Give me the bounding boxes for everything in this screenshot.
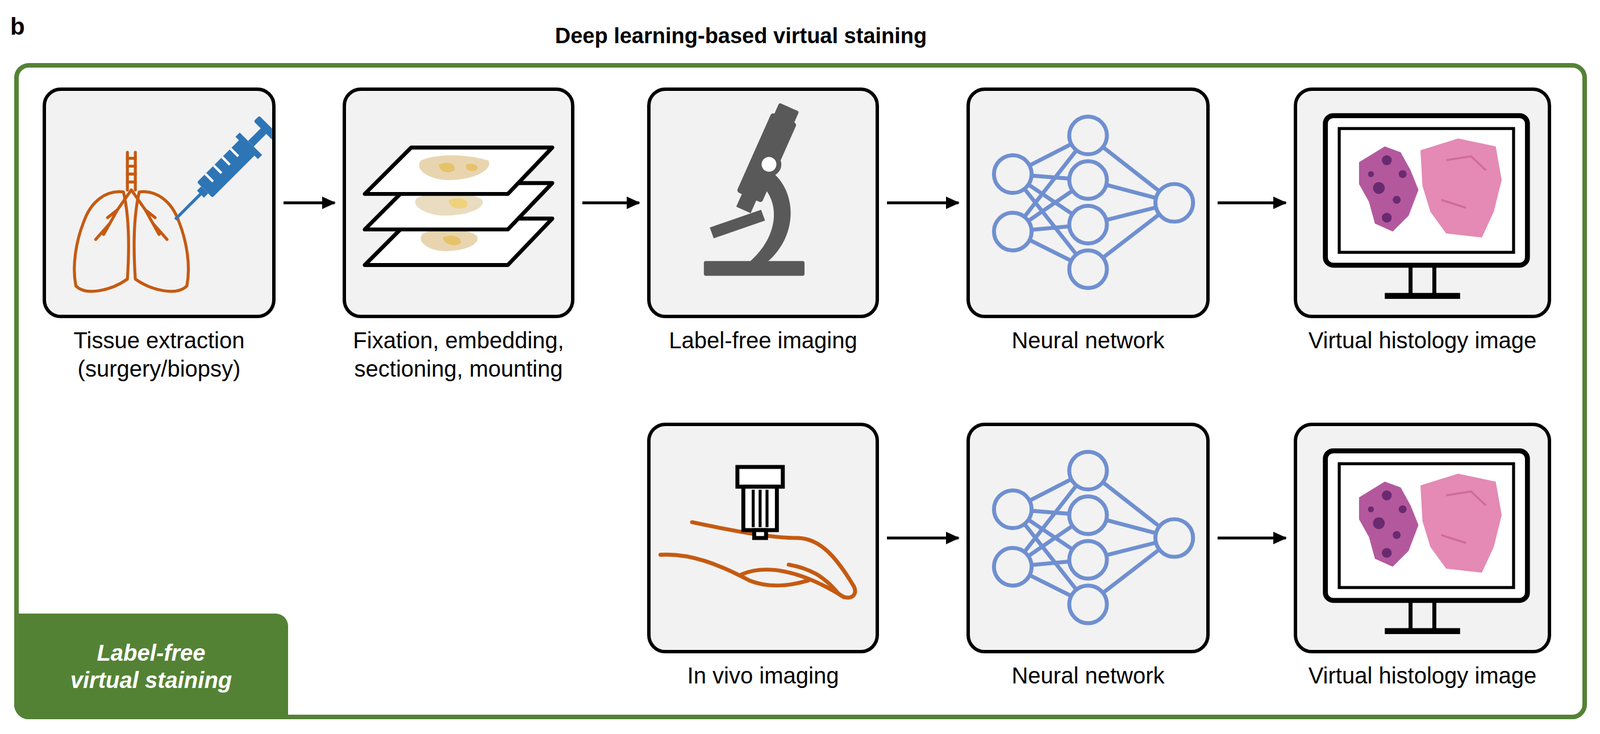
diagram-title: Deep learning-based virtual staining xyxy=(0,22,1482,49)
step-node: Neural network xyxy=(966,422,1210,690)
step-caption: Tissue extraction (surgery/biopsy) xyxy=(28,326,290,383)
icon-box xyxy=(966,87,1210,319)
region-label: Label-free virtual staining xyxy=(63,639,240,694)
icon-box xyxy=(42,87,276,319)
region-tab: Label-free virtual staining xyxy=(14,613,289,720)
icon-box xyxy=(342,87,575,319)
flow-arrow xyxy=(582,201,640,205)
flow-arrow xyxy=(1217,201,1286,205)
step-node: Label-free imaging xyxy=(647,87,879,355)
step-icon xyxy=(969,426,1207,650)
step-icon xyxy=(650,426,876,650)
step-icon xyxy=(46,90,273,315)
icon-box xyxy=(1293,422,1552,654)
step-node: Tissue extraction (surgery/biopsy) xyxy=(42,87,276,383)
step-caption: Label-free imaging xyxy=(633,326,893,355)
step-node: Neural network xyxy=(966,87,1210,355)
icon-box xyxy=(966,422,1210,654)
step-node: Fixation, embedding, sectioning, mountin… xyxy=(342,87,575,383)
flow-arrow xyxy=(283,201,335,205)
step-icon xyxy=(1297,90,1548,315)
step-icon xyxy=(1297,426,1548,650)
region-frame: Label-free virtual staining Tissue extrac… xyxy=(14,63,1587,720)
step-node: Virtual histology image xyxy=(1293,422,1552,690)
icon-box xyxy=(647,422,879,654)
step-node: Virtual histology image xyxy=(1293,87,1552,355)
step-node: In vivo imaging xyxy=(647,422,879,690)
step-caption: Virtual histology image xyxy=(1280,661,1565,690)
icon-box xyxy=(1293,87,1552,319)
step-caption: Fixation, embedding, sectioning, mountin… xyxy=(328,326,589,383)
step-caption: In vivo imaging xyxy=(633,661,893,690)
flow-arrow xyxy=(886,201,959,205)
step-caption: Neural network xyxy=(952,326,1224,355)
flow-arrow xyxy=(886,536,959,540)
panel-letter: b xyxy=(10,12,25,41)
step-icon xyxy=(650,90,876,315)
flow-arrow xyxy=(1217,536,1286,540)
step-icon xyxy=(346,90,572,315)
step-icon xyxy=(969,90,1207,315)
step-caption: Virtual histology image xyxy=(1280,326,1565,355)
icon-box xyxy=(647,87,879,319)
step-caption: Neural network xyxy=(952,661,1224,690)
